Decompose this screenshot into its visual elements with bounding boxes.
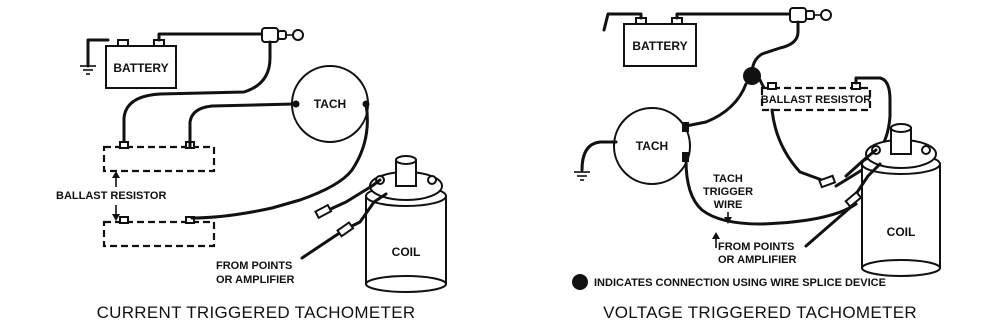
ballast-resistor-upper [102,141,216,173]
points-label-line2: OR AMPLIFIER [216,274,294,286]
battery: BATTERY [623,17,697,67]
ballast-resistor-label: BALLAST RESISTOR [761,94,871,106]
battery-label: BATTERY [113,61,168,75]
spade-connector-icon [314,203,355,238]
points-label-line1: FROM POINTS [718,241,794,253]
ignition-coil: COIL [365,155,447,293]
ignition-switch-icon [261,27,304,43]
right-diagram-title: VOLTAGE TRIGGERED TACHOMETER [603,303,917,322]
ground-symbol [574,140,618,181]
ballast-resistor-lower [102,216,216,248]
ignition-switch-icon [789,7,832,23]
ignition-coil: COIL [861,123,941,277]
battery-label: BATTERY [632,39,687,53]
points-label-line2: OR AMPLIFIER [718,254,796,266]
label-arrows [712,212,732,248]
ballast-resistor: BALLAST RESISTOR [761,82,871,112]
coil-label: COIL [392,245,421,259]
legend-label: INDICATES CONNECTION USING WIRE SPLICE D… [594,277,886,289]
trigger-label-line3: WIRE [714,199,743,211]
ground-symbol [80,38,110,75]
ballast-resistor-label: BALLAST RESISTOR [56,190,166,202]
points-label-line1: FROM POINTS [216,260,292,272]
tach-label: TACH [314,97,346,111]
voltage-triggered-diagram: BATTERY BALLAST RESISTOR [572,7,941,322]
battery: BATTERY [105,39,177,89]
trigger-label-line2: TRIGGER [703,186,753,198]
tach-label: TACH [636,139,668,153]
coil-label: COIL [887,225,916,239]
spade-connector-icon [818,174,863,208]
current-triggered-diagram: BATTERY TACH [56,27,447,322]
tach-gauge: TACH [613,107,691,185]
trigger-label-line1: TACH [713,173,743,185]
legend-splice-dot [572,274,588,290]
label-arrows [112,171,120,221]
left-diagram-title: CURRENT TRIGGERED TACHOMETER [97,303,416,322]
splice-connection-dot [743,67,761,85]
tach-gauge: TACH [291,65,370,143]
